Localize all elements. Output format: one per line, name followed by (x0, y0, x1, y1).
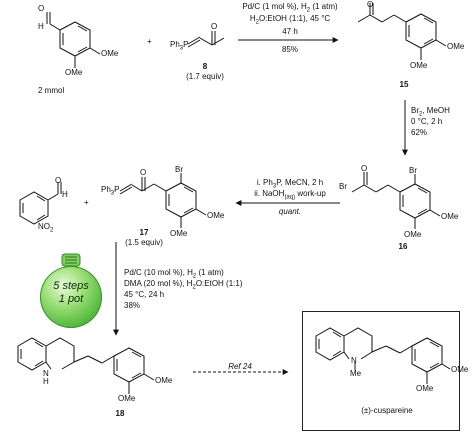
ome-label: OMe (207, 211, 225, 220)
step3-line1: i. Ph3P, MeCN, 2 h (256, 178, 324, 190)
compound-16-label: 16 (398, 242, 408, 251)
ome-label: OMe (416, 384, 434, 393)
atom-o: O (367, 0, 374, 9)
ketone-15-structure (357, 3, 447, 60)
ylide-17-structure (119, 173, 207, 228)
step1-yield: 85% (281, 45, 298, 54)
thq-18-structure (17, 337, 155, 394)
five-steps-one-pot-badge: 5 steps 1 pot (40, 266, 102, 328)
atom-o: O (211, 22, 218, 31)
ome-label: OMe (404, 230, 422, 239)
ref-label: Ref 24 (228, 362, 252, 371)
badge-line1: 5 steps (53, 280, 89, 292)
compound-18-label: 18 (115, 409, 125, 418)
atom-h: H (43, 377, 49, 386)
aldehyde-structure (46, 12, 101, 68)
compound-17-label: 17 (139, 228, 149, 237)
cuspareine-structure (315, 327, 451, 384)
ome-label: OMe (118, 394, 136, 403)
step3-yield: quant. (278, 207, 302, 216)
ome-label: OMe (155, 376, 173, 385)
compound-15-label: 15 (399, 80, 409, 89)
ome-label: OMe (441, 212, 459, 221)
ome-label: OMe (101, 49, 119, 58)
plus-sign: + (147, 37, 152, 46)
cuspareine-label: (±)-cuspareine (361, 406, 413, 415)
cuspareine-box (302, 311, 460, 431)
step4-line1: Pd/C (10 mol %), H2 (1 atm) (124, 268, 224, 280)
methyl-label: Me (350, 369, 362, 378)
atom-o: O (140, 168, 147, 177)
badge-line2: 1 pot (58, 293, 84, 305)
atom-n: N (351, 356, 357, 365)
step4-line3: 45 °C, 24 h (124, 290, 165, 299)
step1-reagent2: H2O:EtOH (1:1), 45 °C (249, 14, 331, 26)
atom-h: H (62, 190, 68, 199)
nitro-label: NO2 (38, 222, 54, 234)
step2-temp: 0 °C, 2 h (411, 117, 443, 126)
compound-17-equiv: (1.5 equiv) (125, 238, 163, 247)
atom-h: H (38, 22, 44, 31)
step4-line2: DMA (20 mol %), H2O:EtOH (1:1) (124, 279, 243, 291)
atom-br: Br (409, 166, 417, 175)
compound-8-equiv: (1.7 equiv) (186, 72, 224, 81)
step3-line2: ii. NaOH(aq) work-up (254, 189, 326, 201)
atom-br: Br (175, 165, 183, 174)
atom-br: Br (339, 182, 347, 191)
amount-label: 2 mmol (38, 86, 65, 95)
step1-time: 47 h (282, 27, 298, 36)
step2-reagent1: Br2, MeOH (411, 106, 450, 118)
bromoketone-16-structure (351, 172, 441, 229)
step4-yield: 38% (124, 301, 141, 310)
ylide-8-structure (187, 31, 225, 48)
step1-reagent1: Pd/C (1 mol %), H2 (1 atm) (242, 2, 338, 14)
ome-label: OMe (65, 68, 83, 77)
atom-o: O (55, 176, 62, 185)
nitrobenzaldehyde-structure (19, 182, 62, 225)
ylide-label: Ph3P (101, 185, 120, 197)
compound-8-label: 8 (202, 62, 208, 71)
ome-label: OMe (410, 61, 428, 70)
atom-o: O (361, 164, 368, 173)
badge-text: 5 steps 1 pot (40, 280, 102, 306)
ylide-label: Ph3P (170, 40, 189, 52)
plus-sign: + (84, 198, 89, 207)
step2-yield: 62% (411, 128, 428, 137)
ome-label: OMe (451, 365, 469, 374)
atom-o: O (38, 4, 45, 13)
ome-label: OMe (447, 42, 465, 51)
ome-label: OMe (170, 229, 188, 238)
atom-n: N (43, 369, 49, 378)
